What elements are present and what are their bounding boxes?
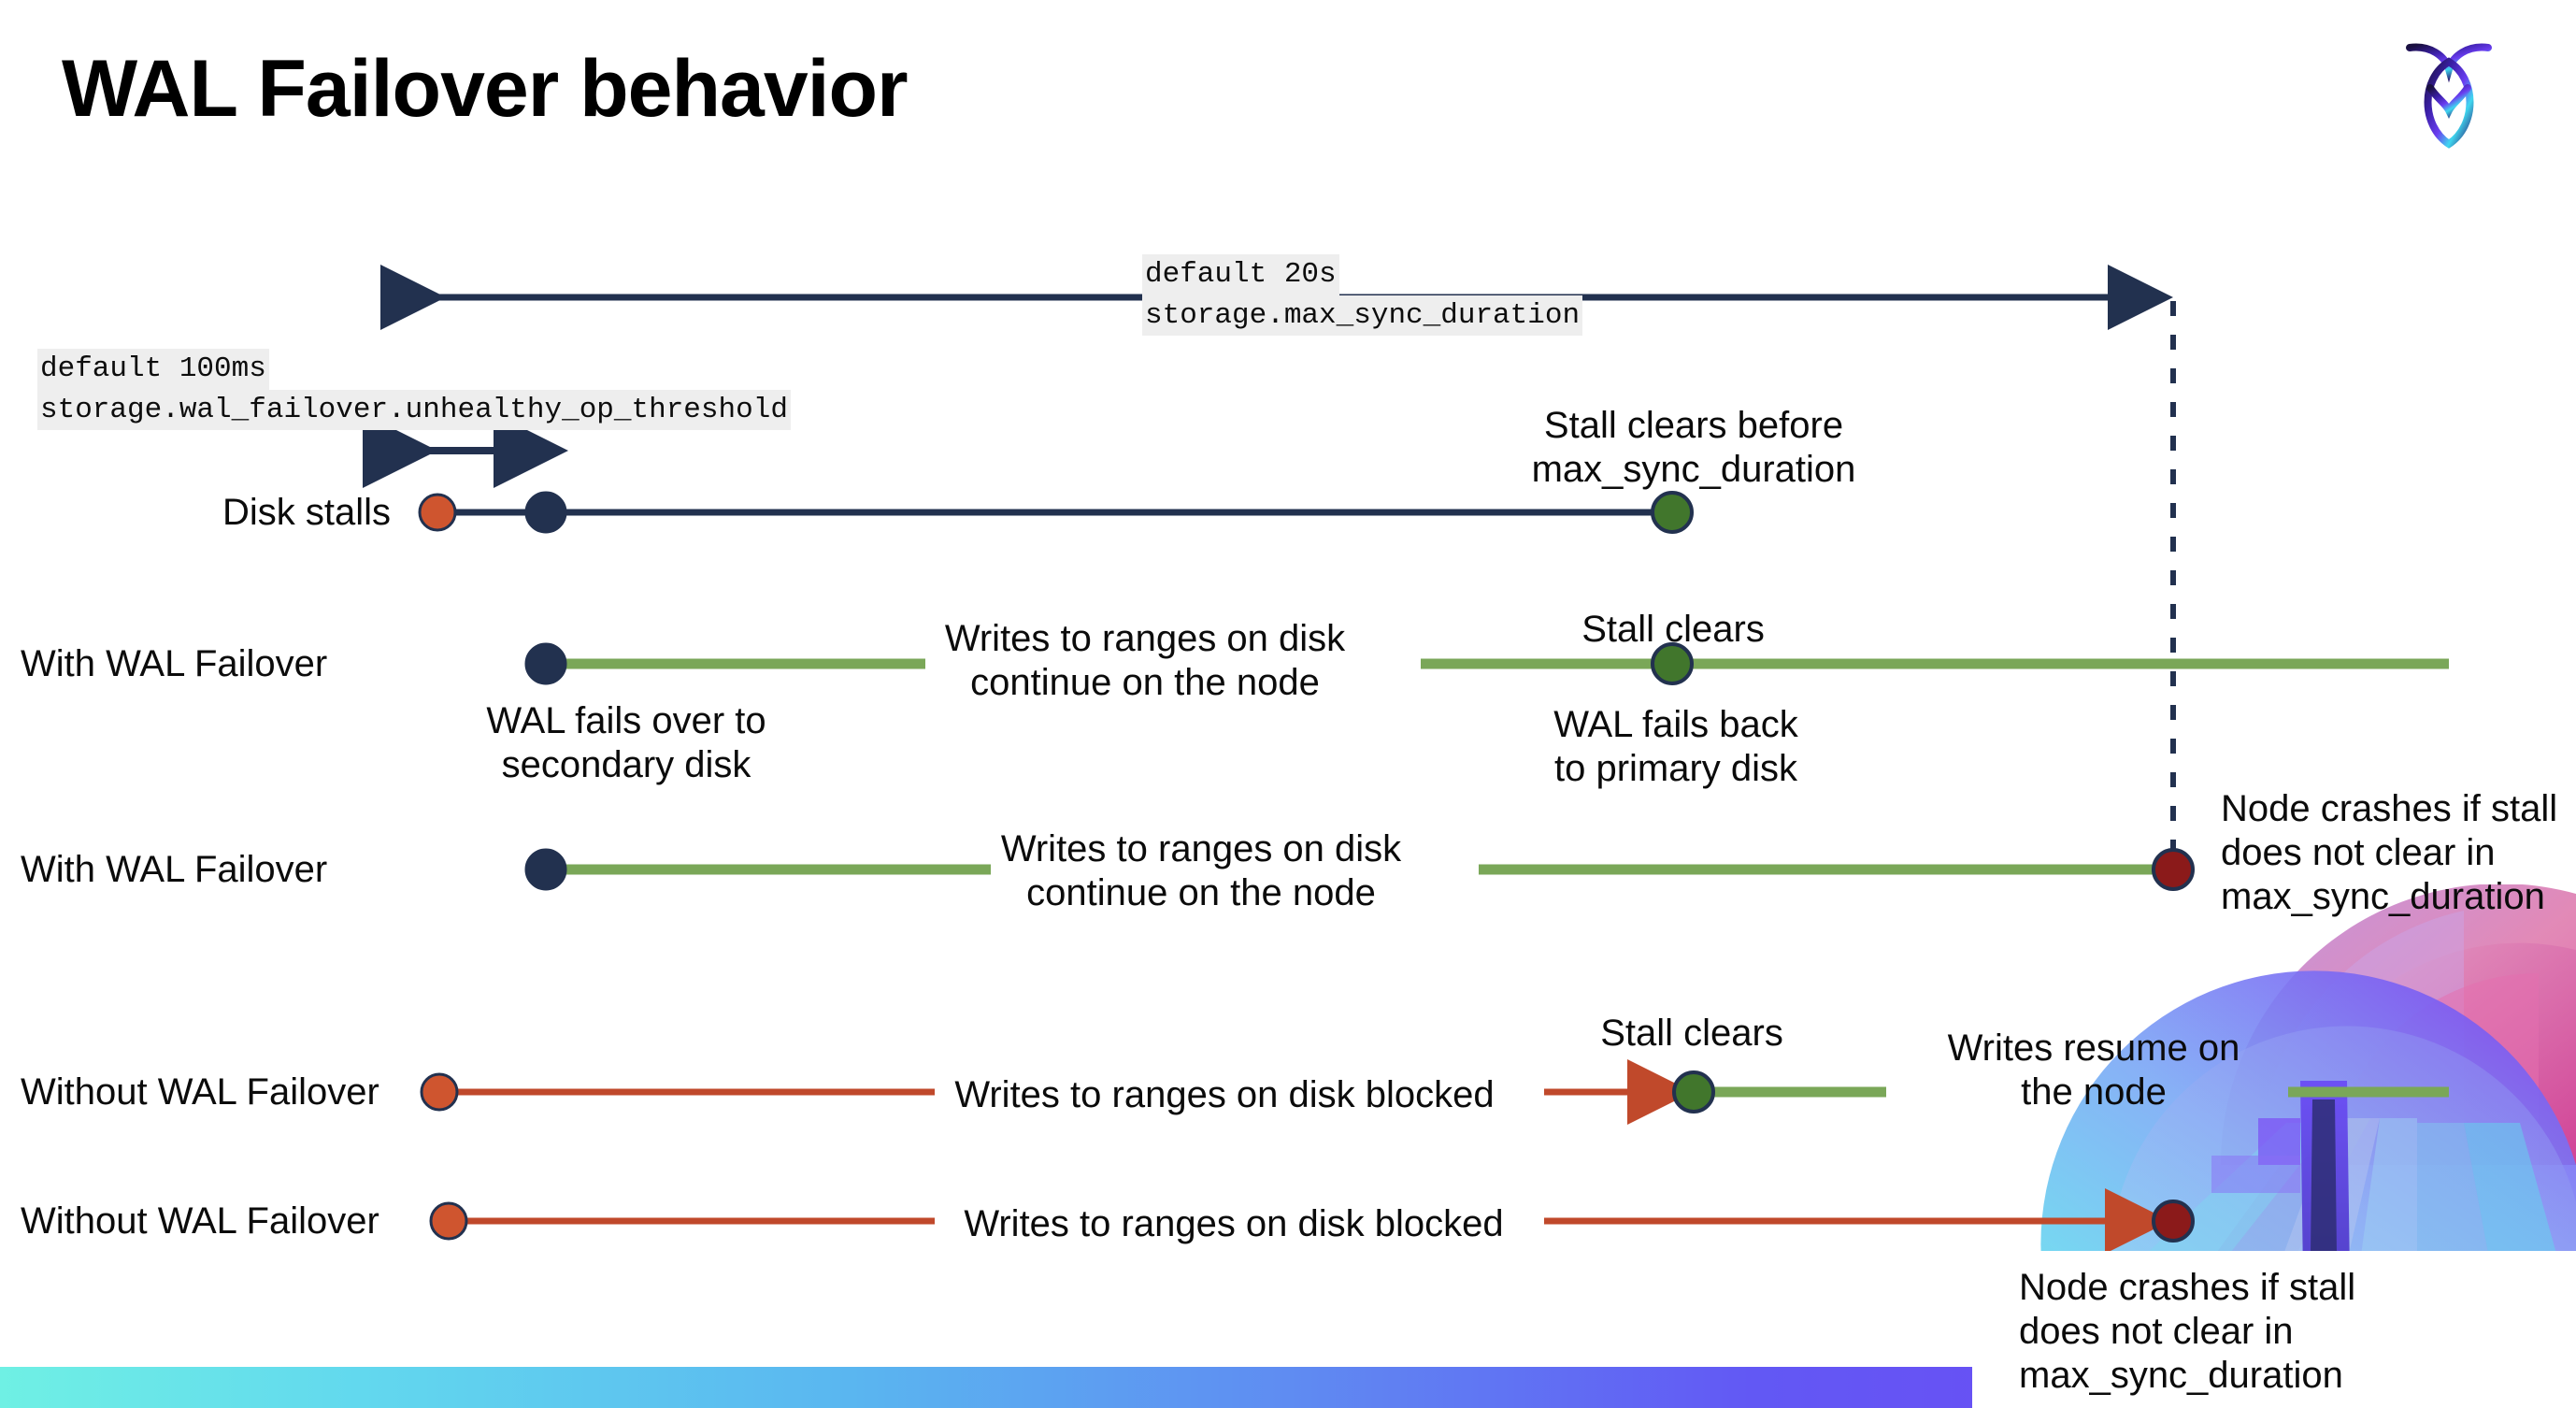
stall-clears-dot-row4 xyxy=(1672,1070,1715,1113)
row-label-without-wal-failover-2: Without WAL Failover xyxy=(21,1200,379,1242)
annot-wal-fails-back: WAL fails back to primary disk xyxy=(1503,703,1849,791)
annot-wal-fails-back-line2: to primary disk xyxy=(1553,748,1798,790)
annot-node-crashes-row5-line2: does not clear in xyxy=(2019,1311,2294,1353)
unhealthy-op-setting-name: storage.wal_failover.unhealthy_op_thresh… xyxy=(37,389,791,431)
max-sync-default-value: default 20s xyxy=(1142,254,1339,295)
row-without-wal-failover-recovers-timeline xyxy=(420,1059,2449,1125)
wal-failover-dot-row2 xyxy=(524,642,567,685)
annot-writes-blocked-row4: Writes to ranges on disk blocked xyxy=(935,1073,1514,1117)
annot-node-crashes-row3-line3: max_sync_duration xyxy=(2221,876,2545,918)
annot-writes-continue-row3: Writes to ranges on disk continue on the… xyxy=(991,827,1411,915)
max-sync-duration-setting-label: default 20s storage.max_sync_duration xyxy=(1142,254,1583,337)
annot-wal-fails-over: WAL fails over to secondary disk xyxy=(421,699,832,787)
annot-node-crashes-row3-line1: Node crashes if stall xyxy=(2221,788,2558,829)
annot-node-crashes-row3: Node crashes if stall does not clear in … xyxy=(2221,787,2576,920)
annot-writes-blocked-row4-text: Writes to ranges on disk blocked xyxy=(954,1074,1495,1115)
node-crash-dot-row3 xyxy=(2152,848,2195,891)
unhealthy-op-threshold-setting-label: default 100ms storage.wal_failover.unhea… xyxy=(37,349,791,431)
annot-node-crashes-row3-line2: does not clear in xyxy=(2221,832,2496,874)
node-crash-dot-row5 xyxy=(2152,1200,2195,1243)
row-disk-stalls-timeline xyxy=(418,491,1694,534)
annot-stall-clears-before-line1: Stall clears before xyxy=(1543,405,1844,446)
annot-node-crashes-row5-line3: max_sync_duration xyxy=(2019,1355,2343,1397)
row-label-without-wal-failover-1: Without WAL Failover xyxy=(21,1071,379,1113)
row-with-wal-failover-crash-timeline xyxy=(524,848,2195,891)
annot-writes-continue-row3-line2: continue on the node xyxy=(1026,872,1376,914)
disk-stall-start-dot-row4 xyxy=(420,1072,459,1112)
row-label-disk-stalls: Disk stalls xyxy=(222,492,392,533)
annot-node-crashes-row5-line1: Node crashes if stall xyxy=(2019,1267,2356,1308)
annot-writes-resume-row4: Writes resume on the node xyxy=(1925,1027,2262,1114)
annot-writes-resume-row4-line1: Writes resume on xyxy=(1947,1027,2240,1069)
annot-stall-clears-row4-text: Stall clears xyxy=(1600,1013,1783,1054)
annot-wal-fails-back-line1: WAL fails back xyxy=(1553,704,1798,745)
annot-stall-clears-row2-text: Stall clears xyxy=(1581,609,1765,650)
row-label-with-wal-failover-2: With WAL Failover xyxy=(21,849,328,890)
annot-wal-fails-over-line2: secondary disk xyxy=(501,744,751,786)
disk-stall-start-dot xyxy=(418,493,457,532)
stall-clears-dot xyxy=(1651,491,1694,534)
annot-writes-continue-row3-line1: Writes to ranges on disk xyxy=(1000,828,1402,869)
annot-stall-clears-before-line2: max_sync_duration xyxy=(1531,449,1856,491)
annot-writes-continue-row2-line1: Writes to ranges on disk xyxy=(944,618,1346,659)
wal-failover-trigger-dot xyxy=(524,491,567,534)
annot-stall-clears-row4: Stall clears xyxy=(1552,1012,1832,1056)
annot-writes-continue-row2: Writes to ranges on disk continue on the… xyxy=(935,617,1355,705)
wal-failover-dot-row3 xyxy=(524,848,567,891)
cockroachdb-logo-icon xyxy=(2393,24,2505,155)
page-title: WAL Failover behavior xyxy=(62,44,909,134)
annot-stall-clears-row2: Stall clears xyxy=(1514,608,1832,652)
disk-stall-start-dot-row5 xyxy=(429,1201,468,1241)
annot-writes-continue-row2-line2: continue on the node xyxy=(970,662,1320,704)
annot-writes-blocked-row5-text: Writes to ranges on disk blocked xyxy=(964,1203,1504,1244)
row-with-wal-failover-recovers-timeline xyxy=(524,642,2449,685)
annot-wal-fails-over-line1: WAL fails over to xyxy=(486,700,766,741)
stall-clears-dot-row2 xyxy=(1651,642,1694,685)
annot-stall-clears-before: Stall clears before max_sync_duration xyxy=(1507,404,1881,492)
annot-writes-resume-row4-line2: the node xyxy=(2021,1071,2167,1113)
node-crashes-callout-backdrop xyxy=(1972,1251,2576,1408)
max-sync-setting-name: storage.max_sync_duration xyxy=(1142,295,1583,337)
row-without-wal-failover-crash-timeline xyxy=(429,1188,2195,1254)
annot-writes-blocked-row5: Writes to ranges on disk blocked xyxy=(944,1202,1524,1246)
row-label-with-wal-failover-1: With WAL Failover xyxy=(21,643,328,684)
unhealthy-op-default-value: default 100ms xyxy=(37,349,269,390)
annot-node-crashes-row5: Node crashes if stall does not clear in … xyxy=(2019,1266,2411,1399)
